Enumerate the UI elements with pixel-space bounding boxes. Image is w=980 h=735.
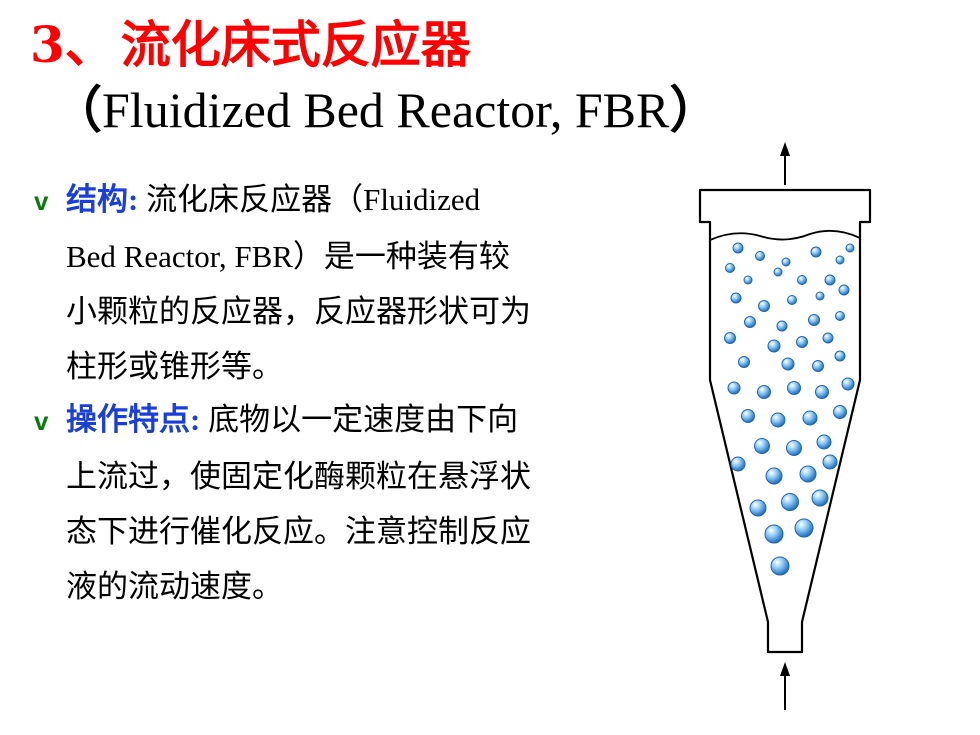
bullet-keyword: 结构 bbox=[66, 182, 128, 217]
particle-bubble bbox=[776, 320, 788, 332]
particle-bubble bbox=[770, 556, 790, 576]
bullet-line: 态下进行催化反应。注意控制反应 bbox=[66, 514, 531, 549]
title-separator: 、 bbox=[64, 15, 115, 74]
particle-bubble bbox=[799, 465, 817, 483]
particle-bubble bbox=[833, 405, 847, 419]
particle-bubble bbox=[822, 332, 834, 344]
bullet-operation: v 操作特点: 底物以一定速度由下向 上流过，使固定化酶颗粒在悬浮状 态下进行催化… bbox=[34, 392, 654, 614]
bullet-line: v 结构: 流化床反应器（Fluidized bbox=[34, 172, 654, 229]
particle-bubble bbox=[725, 263, 735, 273]
particle-bubble bbox=[732, 242, 744, 254]
particle-bubble bbox=[727, 381, 741, 395]
particle-bubble bbox=[838, 284, 850, 296]
bullet-colon: : bbox=[190, 402, 201, 437]
bullet-line: v 操作特点: 底物以一定速度由下向 bbox=[34, 392, 654, 449]
bullet-line: 柱形或锥形等。 bbox=[66, 349, 283, 384]
particle-bubble bbox=[765, 467, 783, 485]
particle-bubble bbox=[834, 350, 846, 362]
particle-bubble bbox=[773, 267, 783, 277]
particle-bubble bbox=[781, 357, 795, 371]
title-number: 3 bbox=[30, 15, 65, 74]
particle-bubble bbox=[767, 339, 781, 353]
particle-bubble bbox=[808, 314, 820, 326]
title-text: 流化床式反应器 bbox=[120, 15, 471, 74]
particle-bubble bbox=[835, 311, 845, 321]
particle-bubble bbox=[845, 243, 855, 253]
bullet-text: 底物以一定速度由下向 bbox=[200, 402, 519, 437]
bullet-keyword: 操作特点 bbox=[66, 402, 190, 437]
particle-bubble bbox=[787, 381, 801, 395]
particle-bubble bbox=[757, 385, 771, 399]
bullet-line: 小颗粒的反应器，反应器形状可为 bbox=[66, 294, 531, 329]
bullet-line: 上流过，使固定化酶颗粒在悬浮状 bbox=[66, 459, 531, 494]
particle-bubble bbox=[815, 291, 825, 301]
particle-bubble bbox=[796, 336, 808, 348]
particle-bubble bbox=[810, 246, 822, 258]
particle-bubble bbox=[811, 489, 829, 507]
particle-bubble bbox=[743, 275, 753, 285]
particle-bubble bbox=[764, 524, 784, 544]
subtitle-text: Fluidized Bed Reactor, FBR bbox=[102, 82, 670, 138]
liquid-surface bbox=[709, 229, 861, 241]
particle-bubble bbox=[741, 409, 755, 423]
particle-bubble bbox=[738, 356, 750, 368]
bullet-marker: v bbox=[34, 406, 49, 436]
particle-bubble bbox=[744, 316, 756, 328]
particle-bubble bbox=[787, 295, 797, 305]
particle-bubble bbox=[841, 377, 855, 391]
particle-bubble bbox=[758, 300, 770, 312]
particle-bubble bbox=[730, 292, 742, 304]
bullet-structure: v 结构: 流化床反应器（Fluidized Bed Reactor, FBR）是… bbox=[34, 172, 654, 394]
outlet-arrow-up-icon bbox=[780, 142, 790, 185]
particle-bubble bbox=[822, 454, 838, 470]
particle-bubble bbox=[749, 499, 767, 517]
particle-bubble bbox=[755, 251, 765, 261]
particle-bubble bbox=[724, 332, 736, 344]
bullet-line: 液的流动速度。 bbox=[66, 569, 283, 604]
fbr-diagram bbox=[698, 142, 872, 710]
subtitle-close-paren: ） bbox=[669, 82, 720, 138]
bullet-colon: : bbox=[128, 182, 139, 217]
particle-bubble bbox=[824, 274, 836, 286]
particle-bubble bbox=[770, 412, 786, 428]
particle-bubble bbox=[802, 410, 818, 426]
slide-subtitle: （Fluidized Bed Reactor, FBR） bbox=[52, 80, 719, 140]
bullet-line: Bed Reactor, FBR）是一种装有较 bbox=[66, 239, 510, 274]
bullet-marker: v bbox=[34, 186, 49, 216]
particle-bubble bbox=[835, 255, 845, 265]
particle-bubble bbox=[812, 360, 824, 372]
particle-bubble bbox=[816, 434, 832, 450]
particle-bubbles bbox=[724, 242, 855, 576]
particle-bubble bbox=[781, 257, 791, 267]
slide-title: 3、流化床式反应器 bbox=[30, 14, 471, 76]
particle-bubble bbox=[797, 275, 807, 285]
inlet-arrow-up-icon bbox=[780, 662, 790, 710]
particle-bubble bbox=[786, 440, 802, 456]
particle-bubble bbox=[794, 518, 814, 538]
bullet-text: 流化床反应器（Fluidized bbox=[138, 182, 481, 217]
particle-bubble bbox=[815, 385, 829, 399]
particle-bubble bbox=[730, 456, 746, 472]
particle-bubble bbox=[754, 438, 770, 454]
particle-bubble bbox=[781, 493, 799, 511]
subtitle-open-paren: （ bbox=[52, 82, 102, 138]
